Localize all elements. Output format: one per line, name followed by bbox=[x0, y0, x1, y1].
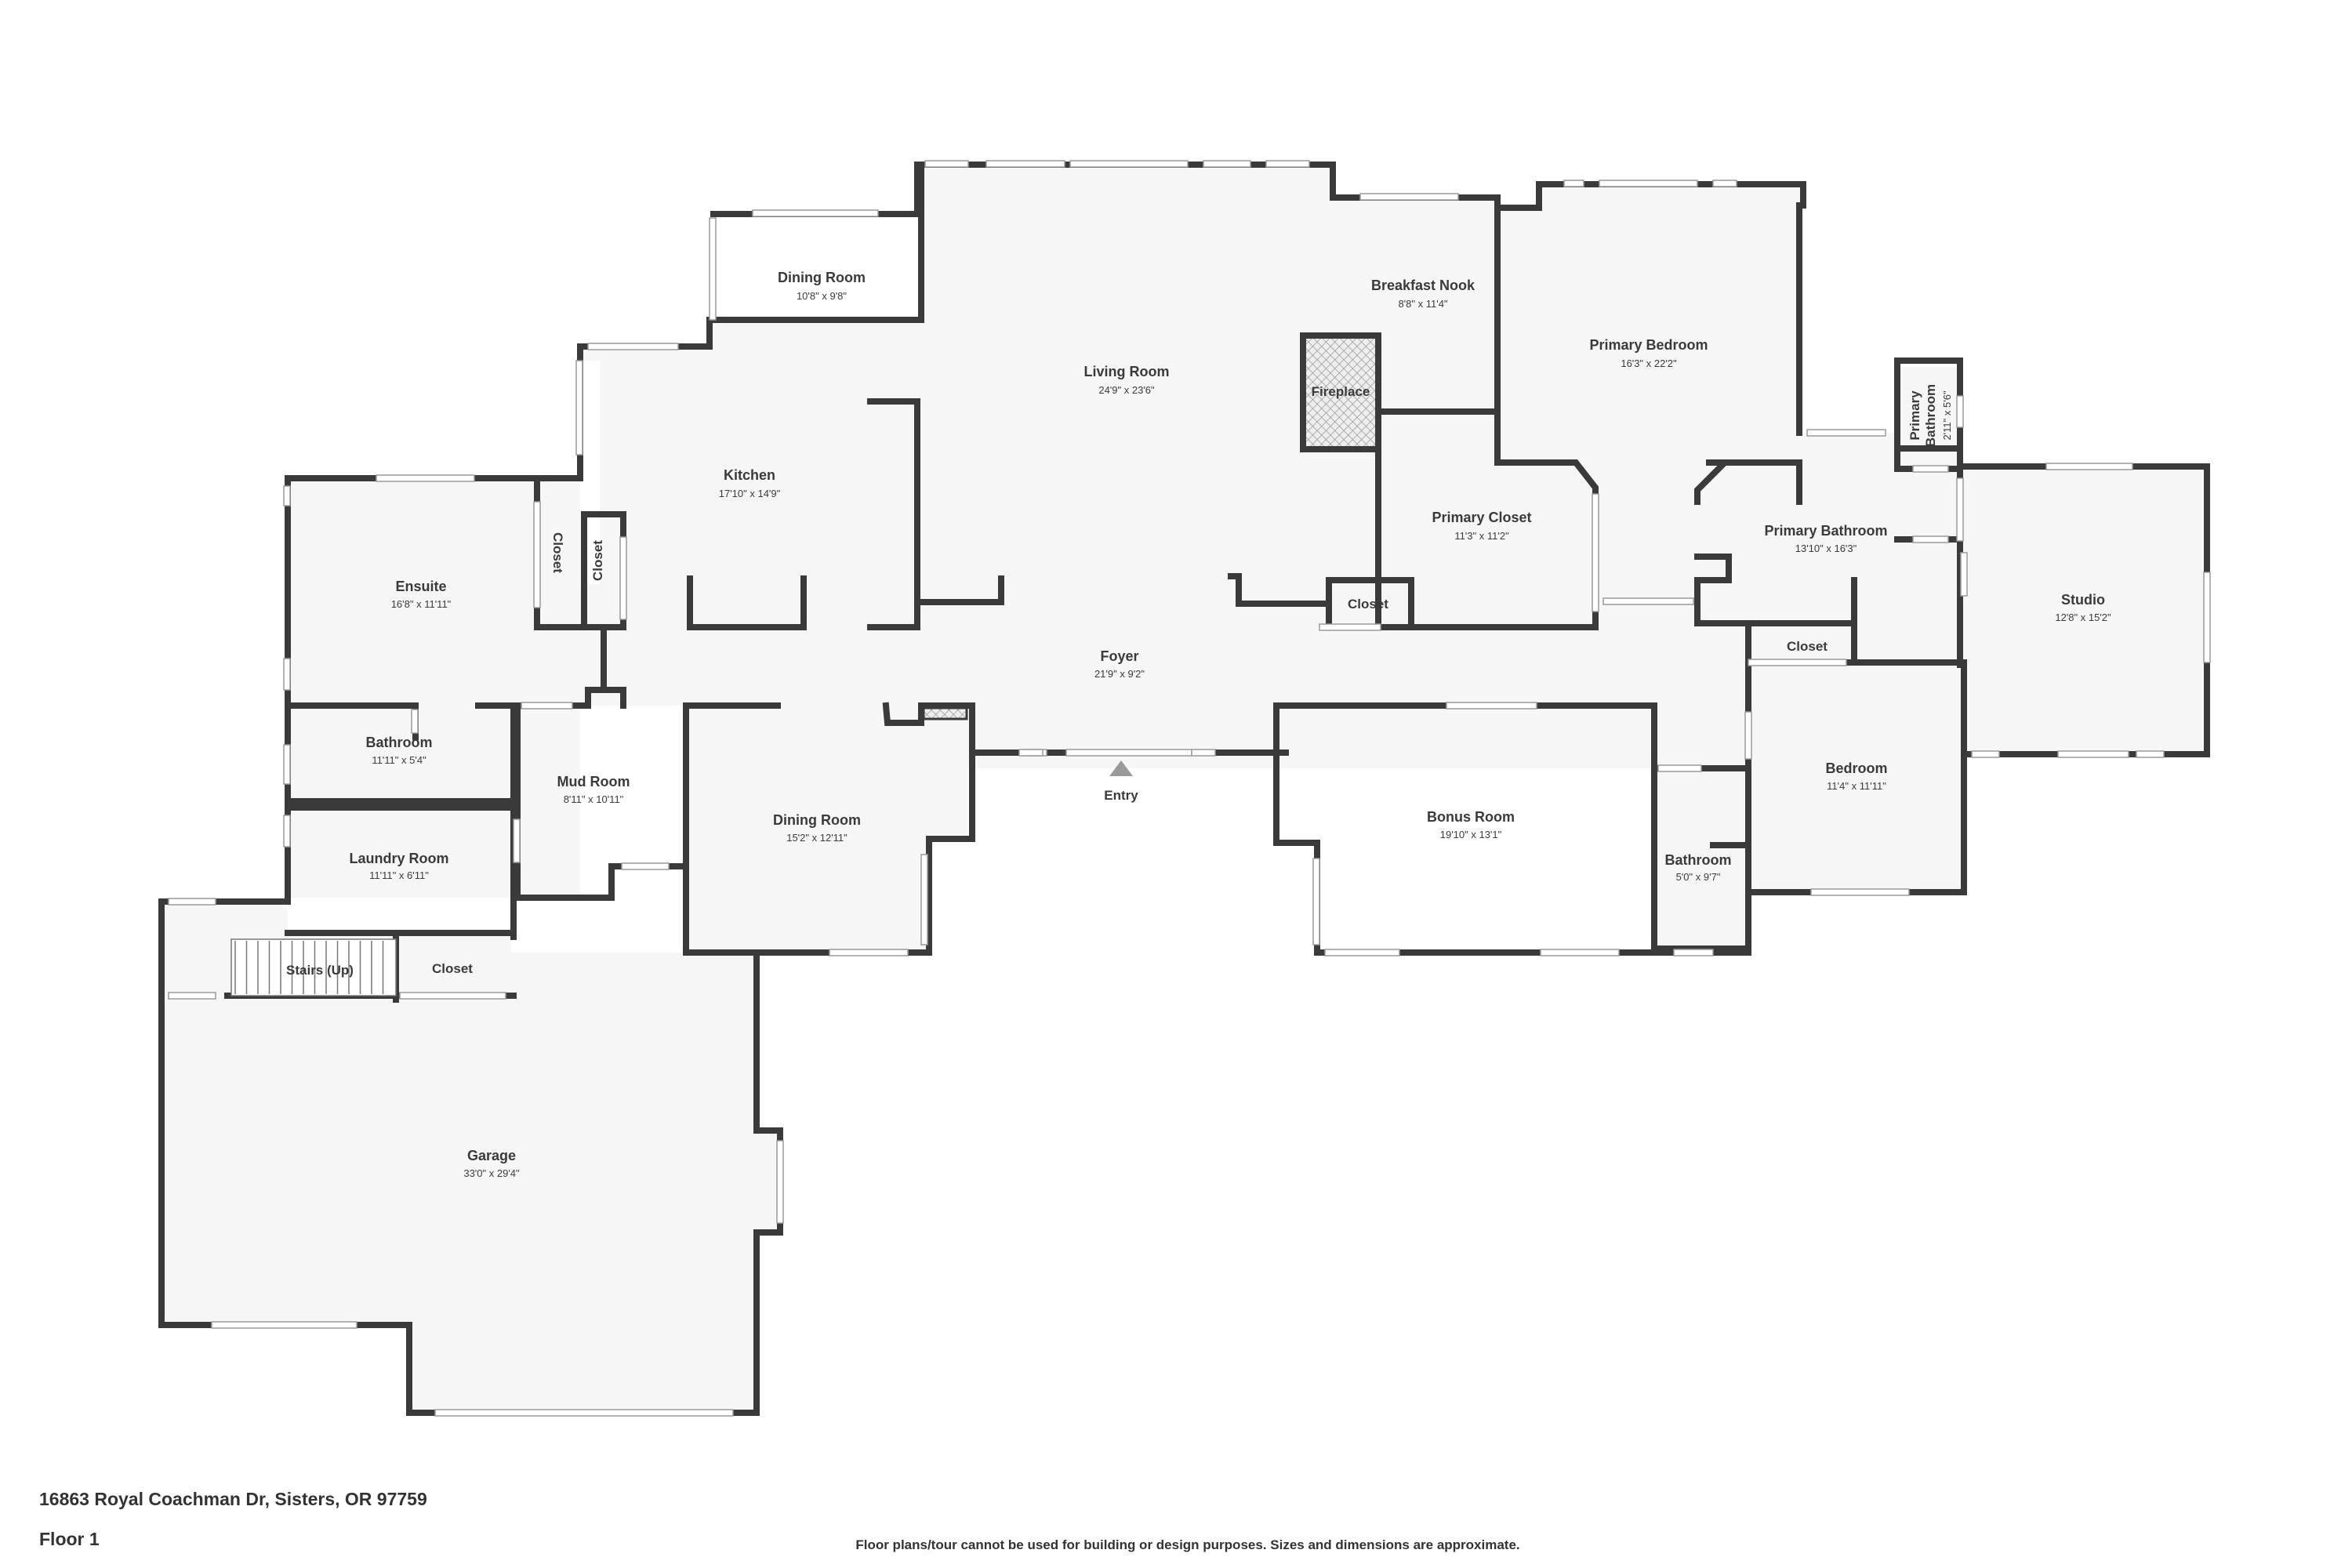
room-dims-mud-room: 8'11" x 10'11" bbox=[564, 793, 624, 805]
windows bbox=[168, 160, 2211, 1417]
room-name-ensuite: Ensuite bbox=[395, 579, 446, 594]
entry-arrow-icon bbox=[1109, 760, 1133, 776]
room-dims-laundry-room: 11'11" x 6'11" bbox=[369, 869, 429, 881]
room-labels: Dining Room 10'8" x 9'8" Breakfast Nook … bbox=[286, 270, 2111, 1179]
room-dims-living-room: 24'9" x 23'6" bbox=[1098, 384, 1155, 396]
room-name-primary-bedroom: Primary Bedroom bbox=[1589, 337, 1708, 353]
address-text: 16863 Royal Coachman Dr, Sisters, OR 977… bbox=[39, 1489, 427, 1509]
room-dims-primary-bathroom-small: 2'11" x 5'6" bbox=[1941, 390, 1953, 440]
floor-label: Floor 1 bbox=[39, 1529, 100, 1549]
room-name-primary-bathroom-small-2: Bathroom bbox=[1923, 384, 1938, 447]
room-name-bathroom-right: Bathroom bbox=[1665, 852, 1732, 868]
room-name-dining-room-bottom: Dining Room bbox=[773, 812, 861, 828]
room-name-foyer: Foyer bbox=[1100, 648, 1138, 664]
room-dims-studio: 12'8" x 15'2" bbox=[2055, 612, 2111, 623]
room-dims-ensuite: 16'8" x 11'11" bbox=[391, 598, 452, 610]
disclaimer-text: Floor plans/tour cannot be used for buil… bbox=[855, 1537, 1519, 1552]
room-name-garage: Garage bbox=[467, 1148, 516, 1163]
room-dims-garage: 33'0" x 29'4" bbox=[463, 1167, 520, 1179]
room-name-studio: Studio bbox=[2061, 592, 2105, 608]
room-dims-breakfast-nook: 8'8" x 11'4" bbox=[1398, 298, 1447, 310]
room-dims-dining-room-top: 10'8" x 9'8" bbox=[797, 290, 847, 302]
room-name-bathroom-left: Bathroom bbox=[366, 735, 433, 750]
room-name-closet-garage: Closet bbox=[432, 961, 473, 976]
room-name-dining-room-top: Dining Room bbox=[778, 270, 866, 285]
room-name-closet-ensuite-2: Closet bbox=[590, 540, 605, 581]
room-dims-foyer: 21'9" x 9'2" bbox=[1094, 668, 1145, 680]
room-name-closet-ensuite-1: Closet bbox=[550, 532, 565, 573]
room-name-bonus-room: Bonus Room bbox=[1427, 809, 1515, 825]
room-name-bedroom: Bedroom bbox=[1825, 760, 1887, 776]
room-name-primary-closet: Primary Closet bbox=[1432, 510, 1531, 525]
room-name-mud-room: Mud Room bbox=[557, 774, 630, 789]
stairs-graphic bbox=[230, 938, 397, 996]
room-dims-dining-room-bottom: 15'2" x 12'11" bbox=[786, 832, 848, 844]
room-name-laundry-room: Laundry Room bbox=[349, 851, 448, 866]
room-dims-bathroom-left: 11'11" x 5'4" bbox=[372, 754, 426, 766]
room-name-living-room: Living Room bbox=[1084, 364, 1170, 379]
room-name-closet-bedroom: Closet bbox=[1787, 639, 1828, 654]
room-dims-bonus-room: 19'10" x 13'1" bbox=[1440, 829, 1502, 840]
kitchen-hatch bbox=[922, 706, 968, 720]
entry-label: Entry bbox=[1104, 788, 1138, 803]
room-name-breakfast-nook: Breakfast Nook bbox=[1371, 278, 1475, 293]
room-dims-primary-closet: 11'3" x 11'2" bbox=[1454, 530, 1509, 542]
room-name-primary-bathroom: Primary Bathroom bbox=[1764, 523, 1887, 539]
room-name-closet-living: Closet bbox=[1348, 597, 1388, 612]
room-name-primary-bathroom-small-1: Primary bbox=[1907, 390, 1922, 441]
room-dims-primary-bathroom: 13'10" x 16'3" bbox=[1795, 543, 1857, 554]
room-dims-kitchen: 17'10" x 14'9" bbox=[719, 488, 781, 499]
room-name-fireplace: Fireplace bbox=[1312, 384, 1370, 399]
floor-fills bbox=[162, 165, 2207, 1413]
fireplace-hearth bbox=[1306, 339, 1375, 446]
room-name-kitchen: Kitchen bbox=[724, 467, 775, 483]
room-name-stairs: Stairs (Up) bbox=[286, 963, 354, 978]
room-dims-bedroom: 11'4" x 11'11" bbox=[1827, 780, 1886, 792]
room-dims-primary-bedroom: 16'3" x 22'2" bbox=[1621, 358, 1677, 369]
room-dims-bathroom-right: 5'0" x 9'7" bbox=[1676, 871, 1721, 883]
